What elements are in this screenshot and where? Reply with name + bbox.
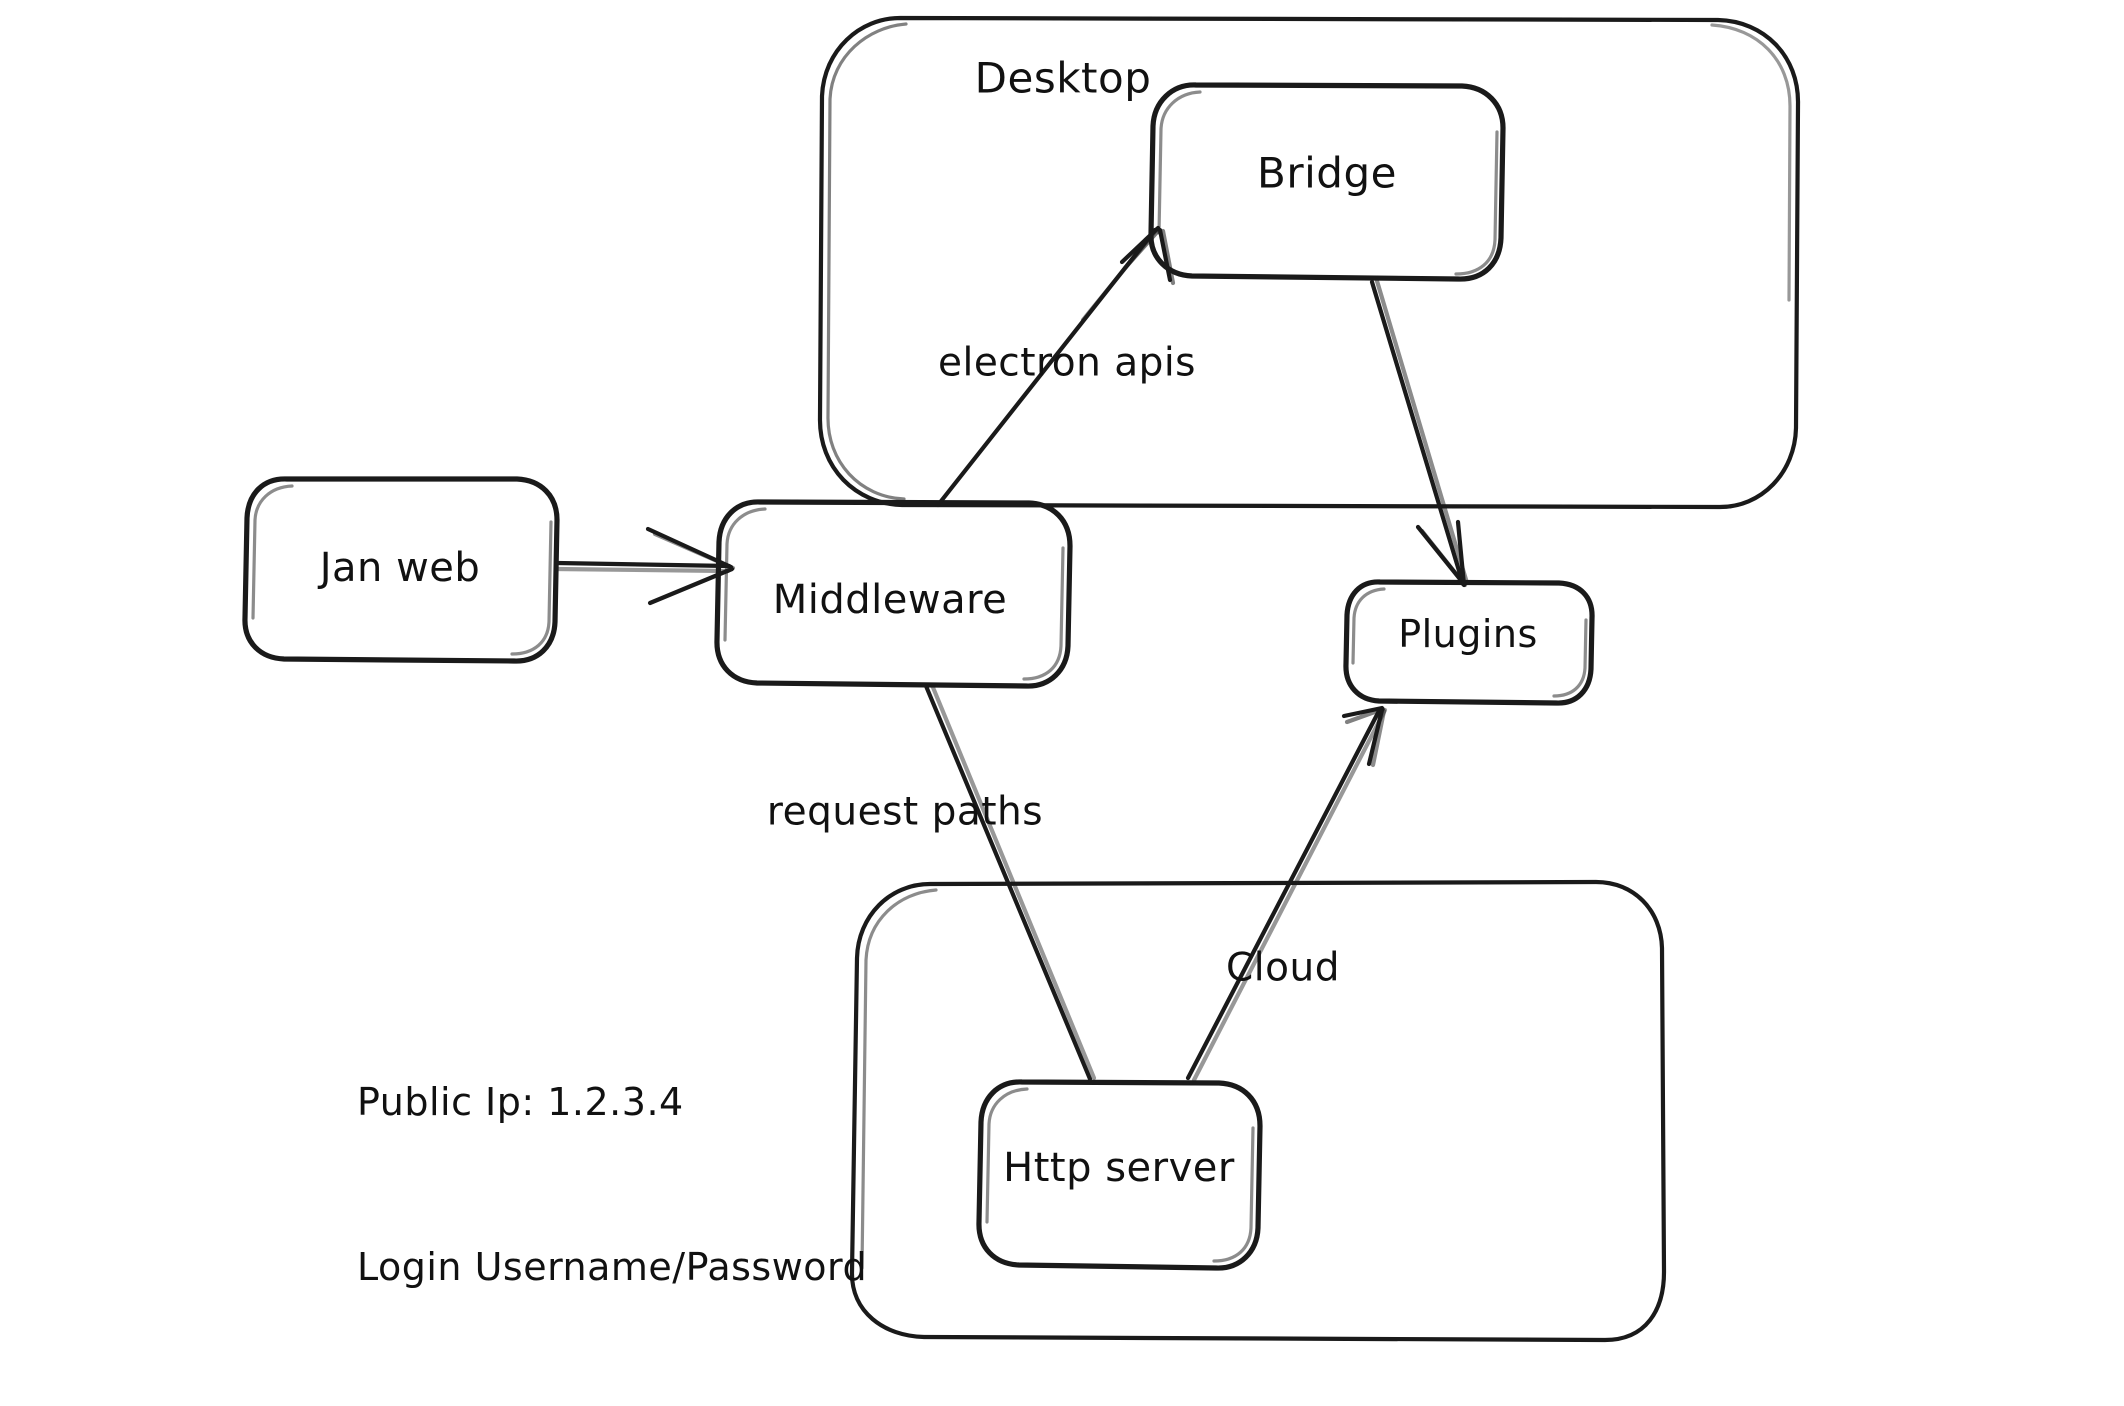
note-public-ip: Public Ip: 1.2.3.4: [357, 1080, 684, 1125]
edge-janweb-to-middleware: [553, 526, 736, 606]
diagram-canvas: .stroke { fill: none; stroke: #1a1a1a; s…: [242, 15, 1801, 1343]
node-label-jan-web: Jan web: [319, 545, 481, 591]
edge-httpserver-to-plugins: [1185, 705, 1388, 1083]
edge-bridge-to-plugins: [1369, 278, 1470, 588]
edge-middleware-to-httpserver: [923, 682, 1097, 1082]
node-bridge-box[interactable]: [1148, 82, 1506, 282]
edge-label-request-paths: request paths: [766, 789, 1044, 835]
node-plugins-box[interactable]: [1343, 579, 1595, 706]
node-janweb-box[interactable]: [242, 476, 560, 664]
node-label-bridge: Bridge: [1257, 148, 1397, 198]
edge-label-electron-apis: electron apis: [937, 340, 1197, 386]
node-label-middleware: Middleware: [772, 577, 1008, 623]
node-middleware-box[interactable]: [714, 499, 1073, 689]
note-public-ip-credentials: Public Ip: 1.2.3.4 Login Username/Passwo…: [357, 965, 867, 1406]
group-desktop-outline: [817, 15, 1801, 510]
edge-label-cloud: Cloud: [1226, 945, 1340, 991]
group-cloud-outline: [849, 879, 1667, 1343]
edge-middleware-to-bridge: [935, 225, 1176, 508]
diagram-strokes: .stroke { fill: none; stroke: #1a1a1a; s…: [242, 15, 1801, 1343]
group-label-desktop: Desktop: [974, 53, 1152, 103]
node-label-http-server: Http server: [1003, 1145, 1235, 1191]
node-httpserver-box[interactable]: [976, 1079, 1263, 1271]
note-login: Login Username/Password: [357, 1245, 868, 1290]
node-label-plugins: Plugins: [1398, 612, 1538, 656]
